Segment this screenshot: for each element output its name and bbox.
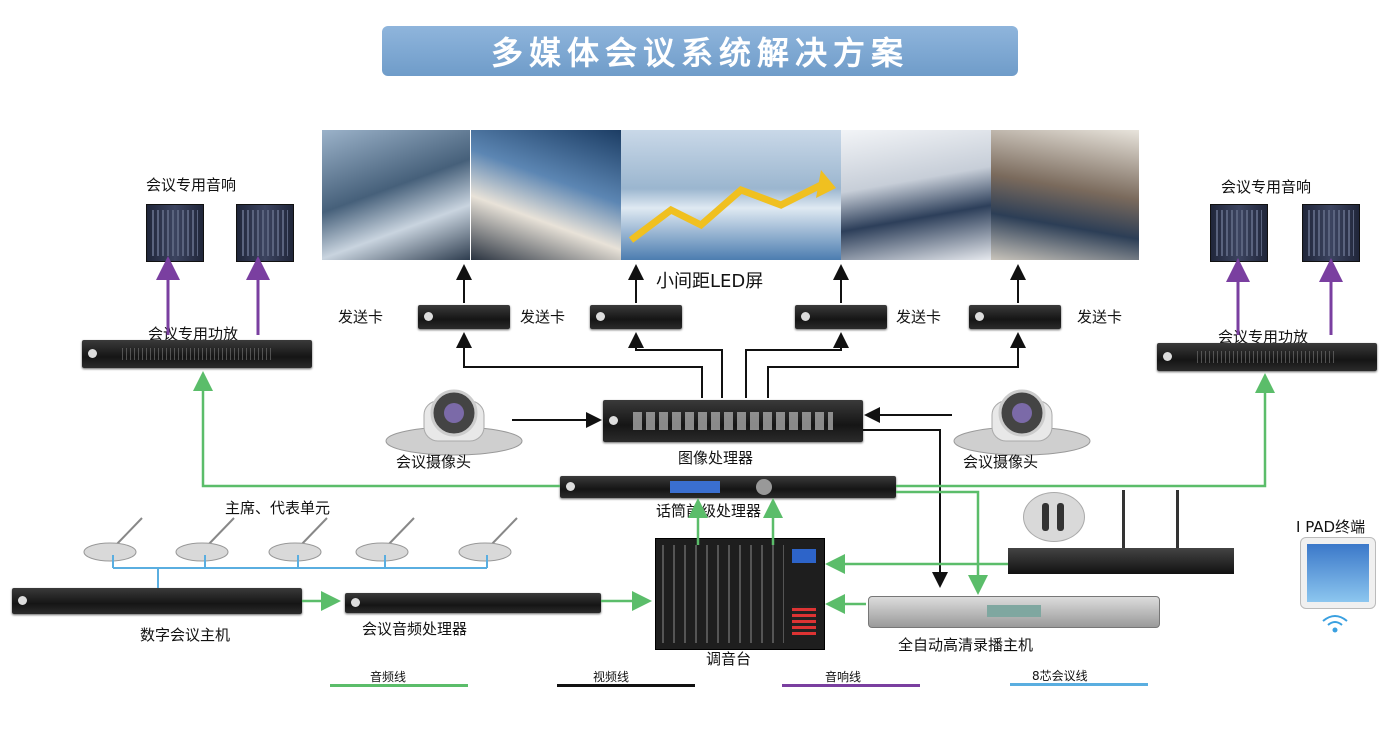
recording-host (868, 596, 1160, 628)
conference-mic-icon (352, 512, 422, 567)
camera-right-label: 会议摄像头 (963, 453, 1039, 471)
wireless-mic-icon (1023, 492, 1085, 542)
led-panel-4 (841, 130, 991, 260)
wifi-icon (1322, 615, 1348, 633)
recorder-label: 全自动高清录播主机 (898, 636, 1034, 654)
digital-host-label: 数字会议主机 (140, 626, 231, 644)
amplifier-right (1157, 343, 1377, 371)
send-card-1 (418, 305, 510, 329)
send-card-2 (590, 305, 682, 329)
legend-video-line (557, 684, 695, 687)
speaker-icon (236, 204, 294, 262)
send-card-2-label: 发送卡 (520, 308, 566, 326)
image-processor (603, 400, 863, 442)
mic-preprocessor-label: 话筒前级处理器 (656, 502, 762, 520)
send-card-4 (969, 305, 1061, 329)
amp-left-label: 会议专用功放 (148, 325, 239, 343)
audio-processor (345, 593, 601, 613)
camera-right-icon (952, 383, 1092, 463)
send-card-3-label: 发送卡 (896, 308, 942, 326)
legend-speaker-line (782, 684, 920, 687)
led-panel-5 (991, 130, 1139, 260)
digital-conference-host (12, 588, 302, 614)
ipad-label: I PAD终端 (1296, 518, 1366, 536)
mic-preprocessor (560, 476, 896, 498)
growth-arrow-icon (628, 170, 836, 243)
conference-mic-icon (172, 512, 242, 567)
legend-audio-line (330, 684, 468, 687)
amp-right-label: 会议专用功放 (1218, 328, 1309, 346)
conference-mic-icon (265, 512, 335, 567)
delegate-units-label: 主席、代表单元 (225, 499, 331, 517)
wireless-receiver (1008, 490, 1234, 574)
led-panel-1 (322, 130, 470, 260)
page-title: 多媒体会议系统解决方案 (382, 26, 1018, 76)
speaker-icon (1302, 204, 1360, 262)
amplifier-left (82, 340, 312, 368)
image-processor-label: 图像处理器 (678, 449, 754, 467)
legend-audio-label: 音频线 (370, 670, 407, 684)
led-panel-2 (471, 130, 621, 260)
speaker-icon (1210, 204, 1268, 262)
legend-speaker-label: 音响线 (825, 670, 862, 684)
camera-left-label: 会议摄像头 (396, 453, 472, 471)
send-card-3 (795, 305, 887, 329)
send-card-1-label: 发送卡 (338, 308, 384, 326)
legend-conf-line (1010, 683, 1148, 686)
speakers-right-label: 会议专用音响 (1221, 178, 1312, 196)
send-card-4-label: 发送卡 (1077, 308, 1123, 326)
ipad-icon (1300, 537, 1376, 609)
audio-processor-label: 会议音频处理器 (362, 620, 468, 638)
conference-mic-icon (80, 512, 150, 567)
conference-mic-icon (455, 512, 525, 567)
mixer-label: 调音台 (706, 650, 752, 668)
speakers-left-label: 会议专用音响 (146, 176, 237, 194)
legend-video-label: 视频线 (593, 670, 630, 684)
legend-conf-label: 8芯会议线 (1032, 669, 1088, 683)
led-panel-3 (621, 130, 841, 260)
camera-left-icon (384, 383, 524, 463)
mixer (655, 538, 825, 650)
led-screen-label: 小间距LED屏 (656, 271, 764, 292)
